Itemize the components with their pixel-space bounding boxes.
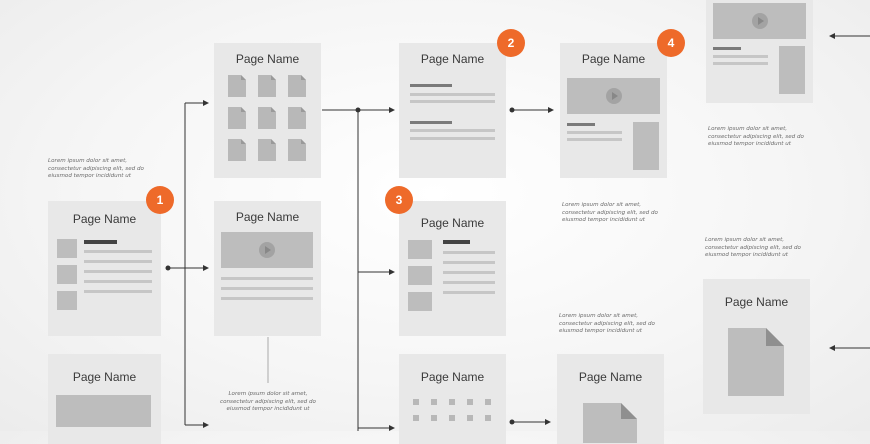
text-line	[443, 271, 495, 274]
thumbnail	[408, 240, 432, 259]
thumbnail	[408, 292, 432, 311]
connector-lines	[165, 33, 870, 431]
thumbnail	[408, 266, 432, 285]
text-line	[84, 250, 152, 253]
text-line	[84, 270, 152, 273]
heading-line	[410, 121, 452, 124]
annotation-note: Lorem ipsum dolor sit amet, consectetur …	[48, 158, 144, 180]
thumbnail	[57, 291, 77, 310]
page-card-2: Page Name	[399, 43, 506, 178]
document-icon	[583, 403, 637, 443]
page-title: Page Name	[235, 52, 300, 66]
page-title: Page Name	[581, 52, 646, 66]
dot-grid	[413, 399, 491, 421]
step-badge-3: 3	[385, 186, 413, 214]
page-card-4: Page Name	[560, 43, 667, 178]
file-grid	[228, 75, 306, 161]
annotation-note: Lorem ipsum dolor sit amet, consectetur …	[220, 391, 316, 413]
page-title: Page Name	[420, 216, 485, 230]
document-icon	[728, 328, 784, 396]
page-title: Page Name	[420, 52, 485, 66]
play-icon	[259, 242, 275, 258]
text-line	[567, 138, 622, 141]
step-badge-1: 1	[146, 186, 174, 214]
page-card-right-document: Page Name	[703, 279, 810, 414]
text-line	[713, 62, 768, 65]
text-line	[410, 137, 495, 140]
thumbnail	[57, 265, 77, 284]
text-line	[410, 100, 495, 103]
heading-line	[443, 240, 470, 244]
page-title: Page Name	[578, 370, 643, 384]
annotation-note: Lorem ipsum dolor sit amet, consectetur …	[562, 202, 658, 224]
step-badge-2: 2	[497, 29, 525, 57]
page-title: Page Name	[724, 295, 789, 309]
text-line	[443, 291, 495, 294]
thumbnail	[57, 239, 77, 258]
page-card-1: Page Name	[48, 201, 161, 336]
page-card-right-top	[706, 0, 813, 103]
text-line	[567, 131, 622, 134]
play-icon	[606, 88, 622, 104]
text-line	[410, 93, 495, 96]
step-badge-4: 4	[657, 29, 685, 57]
page-card-grid: Page Name	[399, 354, 506, 444]
heading-line	[84, 240, 117, 244]
page-title: Page Name	[235, 210, 300, 224]
page-title: Page Name	[72, 370, 137, 384]
text-line	[443, 251, 495, 254]
image-placeholder	[56, 395, 151, 427]
page-card-left-bottom: Page Name	[48, 354, 161, 444]
heading-line	[567, 123, 595, 126]
text-line	[443, 281, 495, 284]
text-line	[84, 290, 152, 293]
heading-line	[713, 47, 741, 50]
annotation-note: Lorem ipsum dolor sit amet, consectetur …	[705, 237, 801, 259]
sidebar-placeholder	[779, 46, 805, 94]
page-card-3: Page Name	[399, 201, 506, 336]
page-card-video: Page Name	[214, 201, 321, 336]
page-card-document: Page Name	[557, 354, 664, 444]
text-line	[221, 297, 313, 300]
text-line	[84, 260, 152, 263]
page-title: Page Name	[72, 212, 137, 226]
sidebar-placeholder	[633, 122, 659, 170]
text-line	[84, 280, 152, 283]
annotation-note: Lorem ipsum dolor sit amet, consectetur …	[559, 313, 655, 335]
text-line	[443, 261, 495, 264]
text-line	[221, 287, 313, 290]
text-line	[221, 277, 313, 280]
page-title: Page Name	[420, 370, 485, 384]
text-line	[410, 129, 495, 132]
heading-line	[410, 84, 452, 87]
page-card-gallery: Page Name	[214, 43, 321, 178]
text-line	[713, 55, 768, 58]
annotation-note: Lorem ipsum dolor sit amet, consectetur …	[708, 126, 804, 148]
play-icon	[752, 13, 768, 29]
